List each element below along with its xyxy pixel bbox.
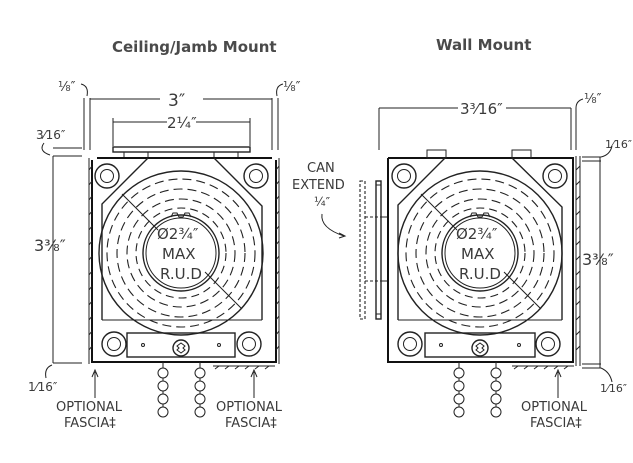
bead-chain-left (157, 367, 169, 418)
top-offset-label: 3⁄16″ (36, 128, 66, 142)
bead-chain-right (194, 367, 206, 418)
wall-overall-width-label: 3³⁄16″ (460, 100, 503, 118)
overall-width-label: 3″ (168, 91, 185, 111)
bottom-clutch-plate-wall (424, 332, 536, 358)
bracket-width-label: 2¼″ (167, 114, 197, 132)
can-extend-line3: ¼″ (314, 195, 331, 209)
wall-roll-rud-label: R.U.D (459, 265, 501, 283)
wall-side-clearance-label: ⅛″ (584, 92, 602, 107)
fascia-right-line2: FASCIA‡ (225, 416, 277, 431)
wall-bracket-extended (359, 180, 366, 320)
ceiling-mount-drawing (41, 83, 284, 418)
roll-rud-label: R.U.D (160, 265, 202, 283)
wall-height-label: 3⅜″ (582, 250, 614, 269)
bead-chain-right-wall (490, 367, 502, 418)
wall-roll-diameter-label: Ø2¾″ (456, 225, 498, 243)
roll-diameter-label: Ø2¾″ (157, 225, 199, 243)
ceiling-jamb-mount-title: Ceiling/Jamb Mount (112, 38, 277, 56)
bottom-clutch-plate (126, 332, 236, 358)
wall-fascia-line1: OPTIONAL (521, 400, 588, 415)
wall-top-offset-label: 1⁄16″ (605, 138, 632, 151)
wall-mount-drawing (321, 98, 613, 418)
headrail-housing (91, 160, 277, 363)
side-clearance-right-label: ⅛″ (283, 80, 301, 95)
mounting-bracket (112, 146, 251, 153)
fascia-left-line1: OPTIONAL (56, 400, 123, 415)
headrail-housing-wall (387, 157, 574, 363)
fascia-left-line2: FASCIA‡ (64, 416, 116, 431)
wall-bottom-offset-label: 1⁄16″ (600, 382, 627, 395)
roll-max-label: MAX (162, 245, 195, 263)
can-extend-line2: EXTEND (292, 178, 345, 193)
height-label: 3⅜″ (34, 236, 66, 255)
wall-roll-max-label: MAX (461, 245, 494, 263)
can-extend-line1: CAN (307, 161, 335, 176)
fascia-right-line1: OPTIONAL (216, 400, 283, 415)
wall-mount-title: Wall Mount (436, 36, 532, 54)
bead-chain-left-wall (453, 367, 465, 418)
side-clearance-left-label: ⅛″ (58, 80, 76, 95)
bottom-offset-label: 1⁄16″ (28, 380, 58, 394)
wall-fascia-line2: FASCIA‡ (530, 416, 582, 431)
wall-bracket (375, 180, 382, 320)
